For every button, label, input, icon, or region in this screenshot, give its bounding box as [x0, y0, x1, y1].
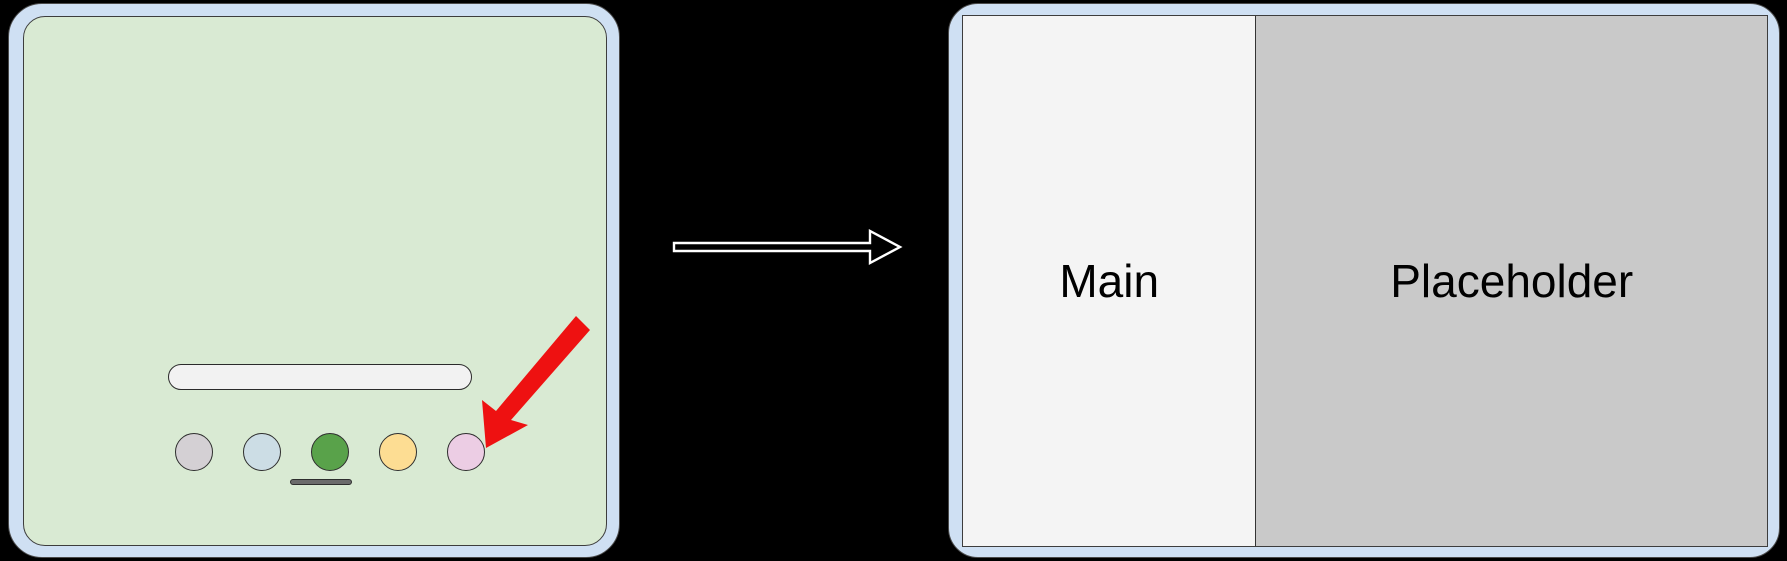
pane-placeholder-label: Placeholder [1390, 255, 1634, 307]
home-indicator [290, 479, 352, 485]
app-icon-4[interactable] [379, 433, 417, 471]
right-arrow-icon [672, 229, 903, 265]
app-dock [175, 423, 485, 481]
app-icon-2[interactable] [243, 433, 281, 471]
pane-main[interactable]: Main [963, 16, 1257, 546]
device-before-screen [23, 16, 607, 546]
device-after-screen: Main Placeholder [962, 15, 1768, 547]
app-icon-1[interactable] [175, 433, 213, 471]
pane-placeholder[interactable]: Placeholder [1256, 16, 1767, 546]
device-after-frame: Main Placeholder [948, 3, 1780, 558]
app-icon-3[interactable] [311, 433, 349, 471]
app-icon-5[interactable] [447, 433, 485, 471]
device-before-frame [8, 3, 620, 558]
address-bar[interactable] [168, 364, 472, 390]
pane-main-label: Main [1059, 255, 1160, 307]
